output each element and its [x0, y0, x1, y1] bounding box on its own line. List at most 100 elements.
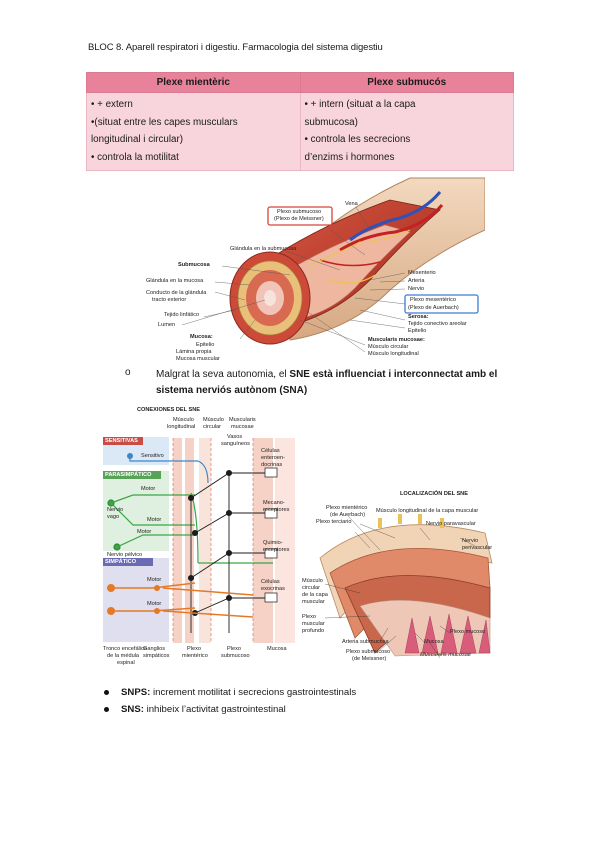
label-serosa: Serosa:	[408, 314, 429, 320]
fig3-title: LOCALIZACIÓN DEL SNE	[400, 491, 468, 497]
sne-connections-figure: CONEXIONES DEL SNE Músculo longitudinal …	[103, 403, 300, 670]
fig3-nervio-paravascular: Nervio paravascular	[426, 521, 476, 527]
fig2-espinal: espinal	[117, 660, 135, 666]
label-epitelio-serosa: Epitelio	[408, 328, 427, 334]
fig2-mucosa: Mucosa	[267, 646, 287, 652]
label-plexo-meissner: (Plexo de Meissner)	[274, 216, 324, 222]
fig3-plexo-mucoso: Plexo mucoso	[450, 629, 486, 635]
fig2-motor-2: Motor	[147, 517, 162, 523]
fig3-profundo: profundo	[302, 628, 325, 634]
page-header: BLOC 8. Aparell respiratori i digestiu. …	[88, 42, 383, 53]
bullet-sns: SNS: inhibeix l’activitat gastrointestin…	[104, 704, 286, 715]
label-tejido-linfatico: Tejido linfático	[164, 312, 200, 318]
label-conducto: Conducto de la glándula	[146, 290, 207, 296]
fig2-parasimpatico: PARASIMPÁTICO	[105, 472, 152, 478]
bullet-sns-label: SNS:	[121, 704, 144, 715]
table-header-submucos: Plexe submucós	[299, 72, 514, 93]
fig2-col-circular: circular	[203, 424, 222, 430]
fig3-auerbach: (de Auerbach)	[330, 512, 366, 518]
fig3-mucosa: Mucosa	[424, 639, 444, 645]
fig2-vasos: Vasos	[227, 434, 243, 440]
label-glandula-mucosa: Glándula en la mucosa	[146, 278, 204, 284]
table-line: •(situat entre les capes musculars	[91, 116, 238, 128]
fig2-receptores-1: receptores	[263, 507, 290, 513]
label-nervio: Nervio	[408, 286, 425, 292]
fig2-exocrinas: exocrinas	[261, 586, 285, 592]
digestive-tube-figure: Vena Plexo submucoso (Plexo de Meissner)…	[140, 170, 486, 362]
table-line: d’enzims i hormones	[304, 151, 395, 163]
fig3-plexo-mienterico: Plexo mientérico	[326, 505, 368, 511]
fig3-muscularis-mucosae: Muscularis mucosae	[420, 652, 471, 658]
paragraph-bullet: o	[125, 367, 131, 378]
fig2-col-muscularis: Muscularis	[229, 417, 256, 423]
table-line: • controla la motilitat	[91, 151, 179, 163]
label-epitelio: Epitelio	[196, 342, 215, 348]
label-lamina-propia: Lámina propia	[176, 349, 212, 355]
table-line: longitudinal i circular)	[91, 134, 184, 145]
label-mucosa: Mucosa:	[190, 334, 213, 340]
sne-connections-illustration	[103, 437, 295, 643]
fig2-ganglios: Ganglios	[143, 646, 166, 652]
fig3-muscular: muscular	[302, 599, 325, 605]
table-line: • controla les secrecions	[304, 134, 411, 145]
fig2-col-mucosae: mucosae	[231, 424, 254, 430]
fig2-motor-1: Motor	[141, 486, 156, 492]
fig3-circular: circular	[302, 585, 321, 591]
table-line: • + extern	[91, 99, 133, 110]
paragraph-sne: Malgrat la seva autonomia, el SNE està i…	[156, 367, 516, 399]
fig2-motor-3: Motor	[137, 529, 152, 535]
fig3-plexo-submucoso: Plexo submucoso	[346, 649, 391, 655]
fig2-simpaticos: simpáticos	[143, 653, 170, 659]
fig2-motor-5: Motor	[147, 601, 162, 607]
label-tracto-exterior: tracto exterior	[152, 297, 187, 303]
fig2-col-musculo: Músculo	[173, 417, 194, 423]
fig2-sensitivas: SENSITIVAS	[105, 438, 138, 444]
label-muscularis-mucosae: Muscularis mucosae:	[368, 337, 425, 343]
fig3-meissner: (de Meissner)	[352, 656, 387, 662]
bullet-snps: SNPS: increment motilitat i secrecions g…	[104, 687, 356, 698]
table-line: • + intern (situat a la capa	[304, 99, 416, 110]
label-lumen: Lumen	[158, 322, 176, 328]
label-arteria: Arteria	[408, 278, 425, 284]
fig2-mienterico: mientérico	[182, 653, 208, 659]
label-mucosa-muscular: Mucosa muscular	[176, 356, 220, 362]
bullet-snps-label: SNPS:	[121, 687, 151, 698]
bullet-dot	[104, 706, 109, 712]
label-tejido-conectivo: Tejido conectivo areolar	[408, 321, 467, 327]
fig2-plexo-1: Plexo	[187, 646, 201, 652]
fig3-muscular-2: muscular	[302, 621, 325, 627]
label-mesenterio: Mesenterio	[408, 270, 436, 276]
fig2-celulas-exo: Células	[261, 579, 280, 585]
table-cell-submucos: • + intern (situat a la capa submucosa) …	[299, 92, 514, 171]
fig3-arteria-submucosa: Arteria submucosa	[342, 639, 389, 645]
label-musculo-longitudinal: Músculo longitudinal	[368, 351, 419, 357]
fig2-nervio-pelvico: Nervio pélvico	[107, 552, 143, 558]
table-cell-mienteric: • + extern •(situat entre les capes musc…	[86, 92, 301, 171]
fig2-motor-4: Motor	[147, 577, 162, 583]
label-musculo-circular: Músculo circular	[368, 344, 409, 350]
fig3-plexo: Plexo	[302, 614, 316, 620]
fig2-celulas: Células	[261, 448, 280, 454]
label-vena: Vena	[345, 201, 358, 207]
bullet-dot	[104, 689, 109, 695]
fig3-nervio: Nervio	[462, 538, 479, 544]
fig2-sensitivo: Sensitivo	[141, 453, 164, 459]
fig2-mecano: Mecano-	[263, 500, 285, 506]
plexus-comparison-table: Plexe mientèric Plexe submucós • + exter…	[86, 72, 514, 171]
label-submucosa: Submucosa	[178, 262, 210, 268]
table-line: submucosa)	[304, 116, 358, 128]
fig2-tronco: Tronco encefálico	[103, 646, 147, 652]
table-header-mienteric: Plexe mientèric	[86, 72, 301, 93]
label-plexo-auerbach: (Plexo de Auerbach)	[408, 305, 459, 311]
fig3-plexo-terciario: Plexo terciario	[316, 519, 352, 525]
label-plexo-mesenterico: Plexo mesentérico	[410, 297, 457, 303]
fig2-docrinas: docrinas	[261, 462, 283, 468]
fig2-title: CONEXIONES DEL SNE	[137, 407, 200, 413]
sne-location-figure: LOCALIZACIÓN DEL SNE Plexo mientérico (d…	[300, 488, 500, 665]
paragraph-text: Malgrat la seva autonomia, el	[156, 369, 290, 380]
fig2-vago: vago	[107, 514, 120, 520]
fig2-plexo-2: Plexo	[227, 646, 241, 652]
fig2-nervio: Nervio	[107, 507, 124, 513]
fig3-perivascular: perivascular	[462, 545, 493, 551]
fig3-musculo: Músculo	[302, 578, 323, 584]
